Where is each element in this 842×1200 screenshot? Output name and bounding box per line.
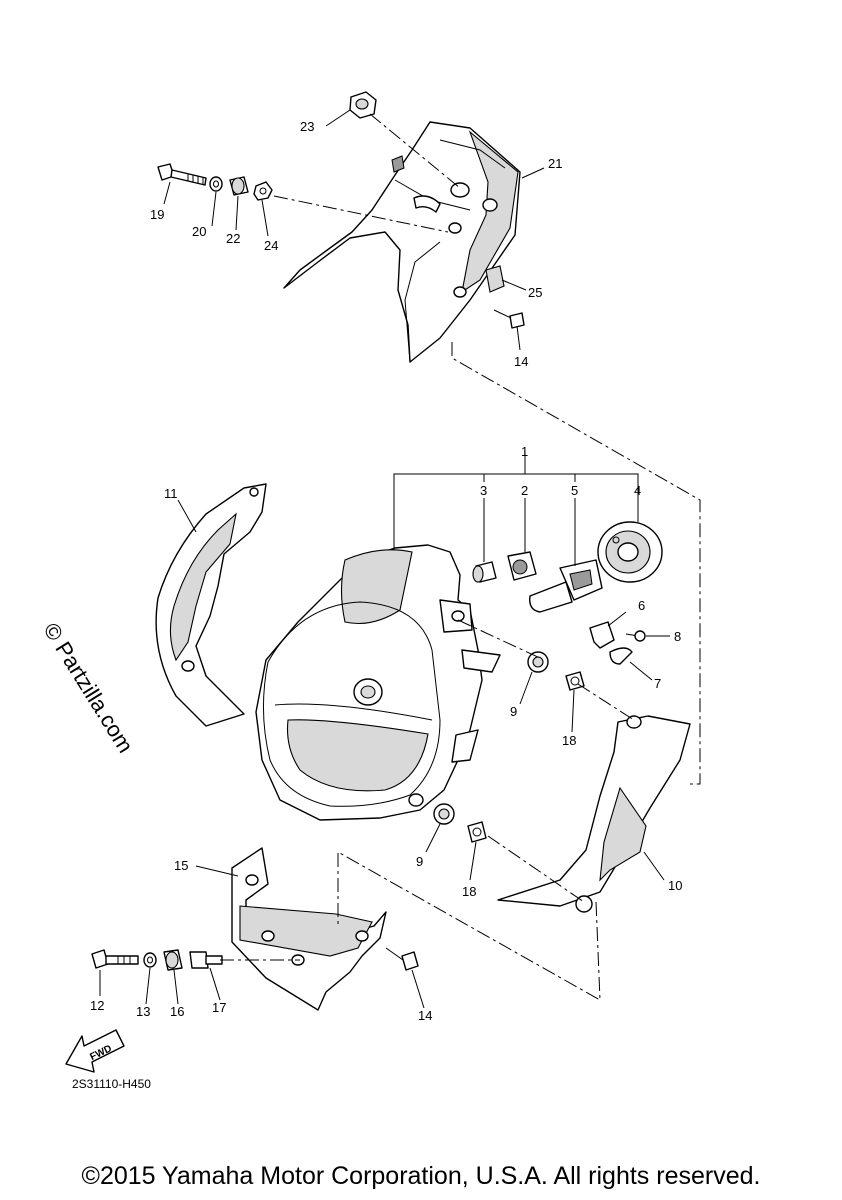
grommet-9-lower [433,803,455,825]
washer-20 [209,176,223,192]
collar-16 [163,949,183,971]
callout-15: 15 [174,858,188,873]
grommet-24 [253,181,273,201]
bulb-5 [529,559,603,613]
grommet-9-upper [527,651,549,673]
upper-cowl-part-21 [283,121,521,363]
callout-9-upper: 9 [510,704,517,719]
diagram-code: 2S31110-H450 [72,1077,151,1091]
callout-22: 22 [226,231,240,246]
callout-20: 20 [192,224,206,239]
clip-7 [609,647,633,665]
copyright-notice: ©2015 Yamaha Motor Corporation, U.S.A. A… [81,1162,761,1190]
collar-22 [229,176,249,196]
bracket-15 [231,847,387,1011]
cover-4 [597,521,663,583]
screw-14-lower [385,947,419,971]
callout-14-upper: 14 [514,354,528,369]
callout-4: 4 [634,483,641,498]
callout-9-lower: 9 [416,854,423,869]
callout-10: 10 [668,878,682,893]
callout-12: 12 [90,998,104,1013]
bolt-12 [91,949,139,969]
callout-8: 8 [674,629,681,644]
washer-13 [143,952,157,968]
callout-3: 3 [480,483,487,498]
callout-18-upper: 18 [562,733,576,748]
screw-8 [625,630,646,642]
callouts: 23 21 19 20 22 24 25 14 1 3 2 5 4 11 6 8… [90,119,682,1023]
bolt-19 [157,163,207,186]
socket-2 [507,551,537,581]
collar-18-lower [467,821,487,843]
callout-21: 21 [548,156,562,171]
callout-11: 11 [164,486,178,501]
bracket-6 [589,621,615,649]
leader-lines [99,109,670,1009]
callout-17: 17 [212,1000,226,1015]
callout-5: 5 [571,483,578,498]
callout-19: 19 [150,207,164,222]
headlight-housing [255,544,501,821]
callout-13: 13 [136,1004,150,1019]
callout-14-lower: 14 [418,1008,432,1023]
part-25 [485,265,505,293]
side-panel-11 [155,483,267,727]
collar-18-upper [565,671,585,691]
callout-2: 2 [521,483,528,498]
callout-1: 1 [521,444,528,459]
callout-25: 25 [528,285,542,300]
bolt-17 [189,951,223,969]
callout-23: 23 [300,119,314,134]
part-23-nut [349,91,377,119]
callout-16: 16 [170,1004,184,1019]
callout-24: 24 [264,238,278,253]
callout-6: 6 [638,598,645,613]
callout-18-lower: 18 [462,884,476,899]
fwd-arrow-icon: FWD [65,1029,125,1073]
screw-14-upper [493,309,525,329]
side-panel-10 [497,715,691,913]
callout-7: 7 [654,676,661,691]
bulb-3 [472,561,497,583]
